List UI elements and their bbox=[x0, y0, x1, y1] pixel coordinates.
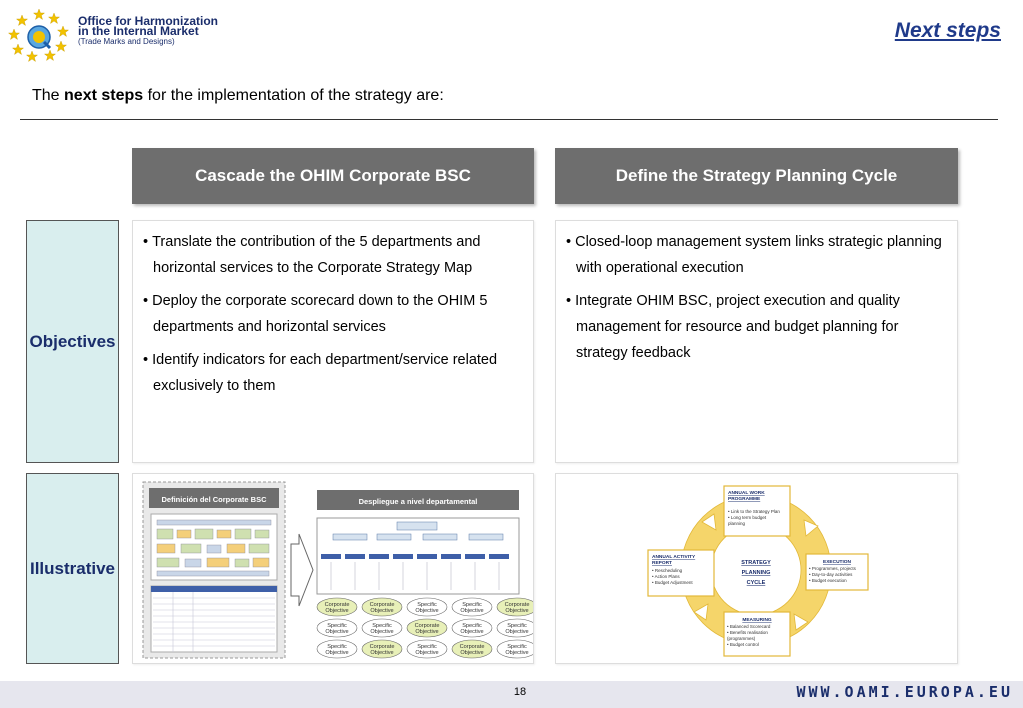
bullet-item: Translate the contribution of the 5 depa… bbox=[143, 229, 523, 281]
objective-oval-label: Specific bbox=[327, 623, 347, 629]
cycle-center-line3: CYCLE bbox=[747, 580, 766, 586]
specific-objective-oval bbox=[361, 618, 403, 638]
specific-objective-oval bbox=[451, 597, 493, 617]
bullet-item: Identify indicators for each department/… bbox=[143, 347, 523, 399]
objective-oval-label: Corporate bbox=[370, 644, 395, 650]
objective-oval-label: Corporate bbox=[325, 602, 350, 608]
divider bbox=[20, 119, 998, 120]
objectives-panel-cascade: Translate the contribution of the 5 depa… bbox=[132, 220, 534, 463]
objective-oval-label: Objective bbox=[415, 629, 438, 635]
exe-title: EXECUTION bbox=[823, 559, 852, 565]
objectives-list-cascade: Translate the contribution of the 5 depa… bbox=[133, 221, 533, 399]
corporate-objective-oval bbox=[316, 597, 358, 617]
column-header-planning-cycle: Define the Strategy Planning Cycle bbox=[555, 148, 958, 204]
mea-item: • Balanced Scorecard bbox=[727, 624, 771, 629]
planning-cycle-illustration: STRATEGY PLANNING CYCLE ANNUAL WORK PROG… bbox=[647, 485, 869, 657]
page-title: Next steps bbox=[894, 19, 1001, 42]
left-illustration-title: Definición del Corporate BSC bbox=[161, 495, 267, 504]
awp-title-line2: PROGRAMME bbox=[728, 496, 761, 502]
objectives-panel-planning-cycle: Closed-loop management system links stra… bbox=[555, 220, 958, 463]
aar-item: • Action Plans bbox=[652, 574, 680, 579]
objective-oval-label: Objective bbox=[460, 650, 483, 656]
mea-item: • Benefits realisation bbox=[727, 630, 768, 635]
cycle-center-line1: STRATEGY bbox=[741, 560, 771, 566]
objective-oval-label: Specific bbox=[417, 644, 437, 650]
objective-oval-label: Objective bbox=[415, 608, 438, 614]
bullet-item: Closed-loop management system links stra… bbox=[566, 229, 947, 281]
objective-oval-label: Specific bbox=[327, 644, 347, 650]
bullet-item: Integrate OHIM BSC, project execution an… bbox=[566, 288, 947, 366]
bullet-item: Deploy the corporate scorecard down to t… bbox=[143, 288, 523, 340]
intro-before: The bbox=[32, 87, 65, 104]
objective-oval-label: Objective bbox=[325, 608, 348, 614]
objective-oval-label: Corporate bbox=[460, 644, 485, 650]
intro-after: for the implementation of the strategy a… bbox=[143, 87, 444, 104]
exe-item: • Day-to-day activities bbox=[809, 572, 853, 577]
objective-oval-label: Objective bbox=[505, 650, 528, 656]
corporate-objective-oval bbox=[451, 639, 493, 659]
org-name-line3: (Trade Marks and Designs) bbox=[78, 37, 175, 46]
corporate-objective-oval bbox=[406, 618, 448, 638]
exe-item: • Programmes, projects bbox=[809, 566, 857, 571]
exe-item: • Budget execution bbox=[809, 578, 847, 583]
aar-item: • Budget Adjustment bbox=[652, 580, 693, 585]
specific-objective-oval bbox=[406, 597, 448, 617]
objective-oval-label: Objective bbox=[325, 650, 348, 656]
objective-oval-label: Objective bbox=[370, 608, 393, 614]
footer-bar bbox=[0, 681, 1023, 708]
specific-objective-oval bbox=[406, 639, 448, 659]
awp-item: planning bbox=[728, 521, 746, 526]
objective-oval-label: Objective bbox=[505, 608, 528, 614]
mea-item: • Budget control bbox=[727, 642, 759, 647]
right-illustration-title: Despliegue a nivel departamental bbox=[359, 497, 478, 506]
objective-oval-label: Corporate bbox=[370, 602, 395, 608]
illustration-panel-cascade: Definición del Corporate BSC Despliegue … bbox=[132, 473, 538, 664]
objective-oval-label: Objective bbox=[415, 650, 438, 656]
aar-item: • Rescheduling bbox=[652, 568, 683, 573]
column-header-cascade: Cascade the OHIM Corporate BSC bbox=[132, 148, 534, 204]
specific-objective-oval bbox=[316, 639, 358, 659]
row-label-objectives: Objectives bbox=[26, 220, 119, 463]
objective-oval-label: Specific bbox=[507, 623, 527, 629]
org-name-line1: Office for Harmonization bbox=[78, 14, 219, 28]
awp-item: • Link to the Strategy Plan bbox=[728, 509, 780, 514]
objective-oval-label: Objective bbox=[325, 629, 348, 635]
objective-ovals: CorporateObjectiveCorporateObjectiveSpec… bbox=[316, 597, 538, 659]
intro-bold: next steps bbox=[64, 87, 144, 104]
objective-oval-label: Objective bbox=[505, 629, 528, 635]
org-name-line2: in the Internal Market bbox=[78, 24, 199, 38]
website-url: WWW.OAMI.EUROPA.EU bbox=[796, 683, 1013, 701]
page-number: 18 bbox=[513, 686, 527, 698]
objective-oval-label: Specific bbox=[507, 644, 527, 650]
ohim-logo bbox=[8, 8, 70, 63]
objective-oval-label: Objective bbox=[460, 608, 483, 614]
cascade-illustration: Definición del Corporate BSC Despliegue … bbox=[142, 481, 538, 659]
corporate-objective-oval bbox=[361, 639, 403, 659]
specific-objective-oval bbox=[451, 618, 493, 638]
corporate-objective-oval bbox=[361, 597, 403, 617]
specific-objective-oval bbox=[316, 618, 358, 638]
row-label-illustrative: Illustrative bbox=[26, 473, 119, 664]
objective-oval-label: Specific bbox=[372, 623, 392, 629]
cycle-center-line2: PLANNING bbox=[742, 570, 771, 576]
mea-title: MEASURING bbox=[742, 617, 772, 623]
objective-oval-label: Objective bbox=[460, 629, 483, 635]
objective-oval-label: Specific bbox=[462, 623, 482, 629]
objective-oval-label: Specific bbox=[462, 602, 482, 608]
objective-oval-label: Corporate bbox=[415, 623, 440, 629]
objective-oval-label: Specific bbox=[417, 602, 437, 608]
awp-item: • Long term budget bbox=[728, 515, 767, 520]
intro-text: The next steps for the implementation of… bbox=[32, 87, 444, 105]
illustration-panel-planning-cycle: STRATEGY PLANNING CYCLE ANNUAL WORK PROG… bbox=[555, 473, 958, 664]
awp-title-line1: ANNUAL WORK bbox=[728, 490, 765, 496]
objective-oval-label: Corporate bbox=[505, 602, 530, 608]
mea-item: (programmes) bbox=[727, 636, 756, 641]
aar-title-line2: REPORT bbox=[652, 560, 672, 566]
objective-oval-label: Objective bbox=[370, 629, 393, 635]
objective-oval-label: Objective bbox=[370, 650, 393, 656]
aar-title-line1: ANNUAL ACTIVITY bbox=[652, 554, 696, 560]
objectives-list-planning-cycle: Closed-loop management system links stra… bbox=[556, 221, 957, 366]
